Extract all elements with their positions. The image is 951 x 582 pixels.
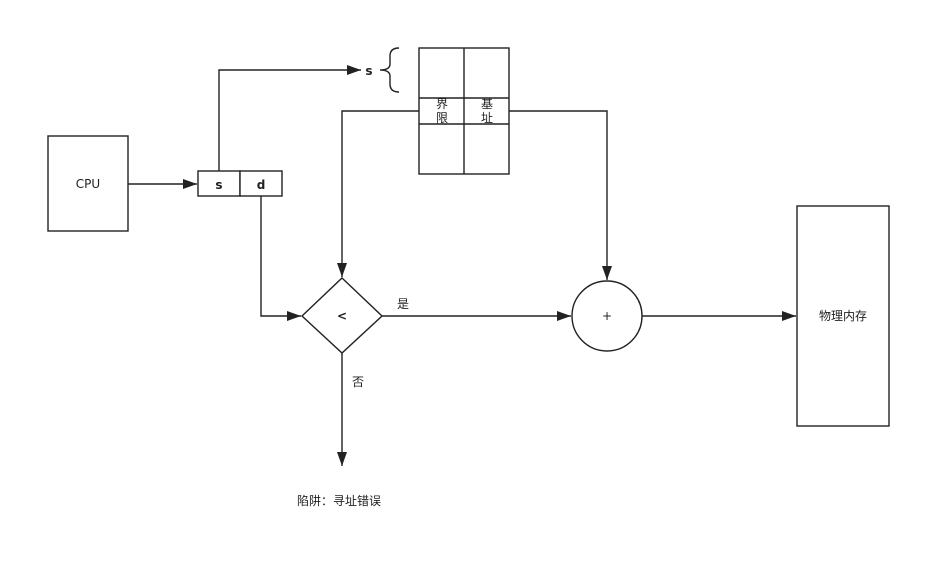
limit-label-1: 界 [436, 97, 448, 111]
trap-label: 陷阱：寻址错误 [297, 493, 381, 508]
no-label: 否 [352, 375, 364, 389]
base-label-1: 基 [481, 97, 493, 111]
address-s-label: s [215, 178, 222, 192]
edge-limit-to-compare [337, 110, 419, 277]
cpu-node: CPU [47, 135, 129, 232]
edge-s-to-table [218, 65, 361, 171]
edge-base-to-adder [509, 110, 612, 280]
adder-node: + [571, 280, 643, 352]
edge-d-to-compare [260, 196, 301, 321]
compare-label: < [337, 309, 347, 323]
base-label-2: 址 [481, 111, 493, 125]
logical-address: s d [197, 170, 283, 197]
yes-label: 是 [397, 297, 409, 311]
compare-node: < [300, 277, 384, 354]
memory-label: 物理内存 [819, 309, 867, 323]
brace-icon [379, 47, 400, 93]
segment-pointer-label: s [365, 64, 372, 78]
address-s-cell [197, 170, 241, 197]
limit-label-2: 限 [436, 111, 448, 125]
physical-memory-node: 物理内存 [796, 205, 890, 427]
cpu-label: CPU [76, 177, 100, 191]
address-d-label: d [257, 178, 266, 192]
segment-table: 界 限 基 址 [418, 47, 510, 175]
adder-label: + [602, 309, 612, 323]
